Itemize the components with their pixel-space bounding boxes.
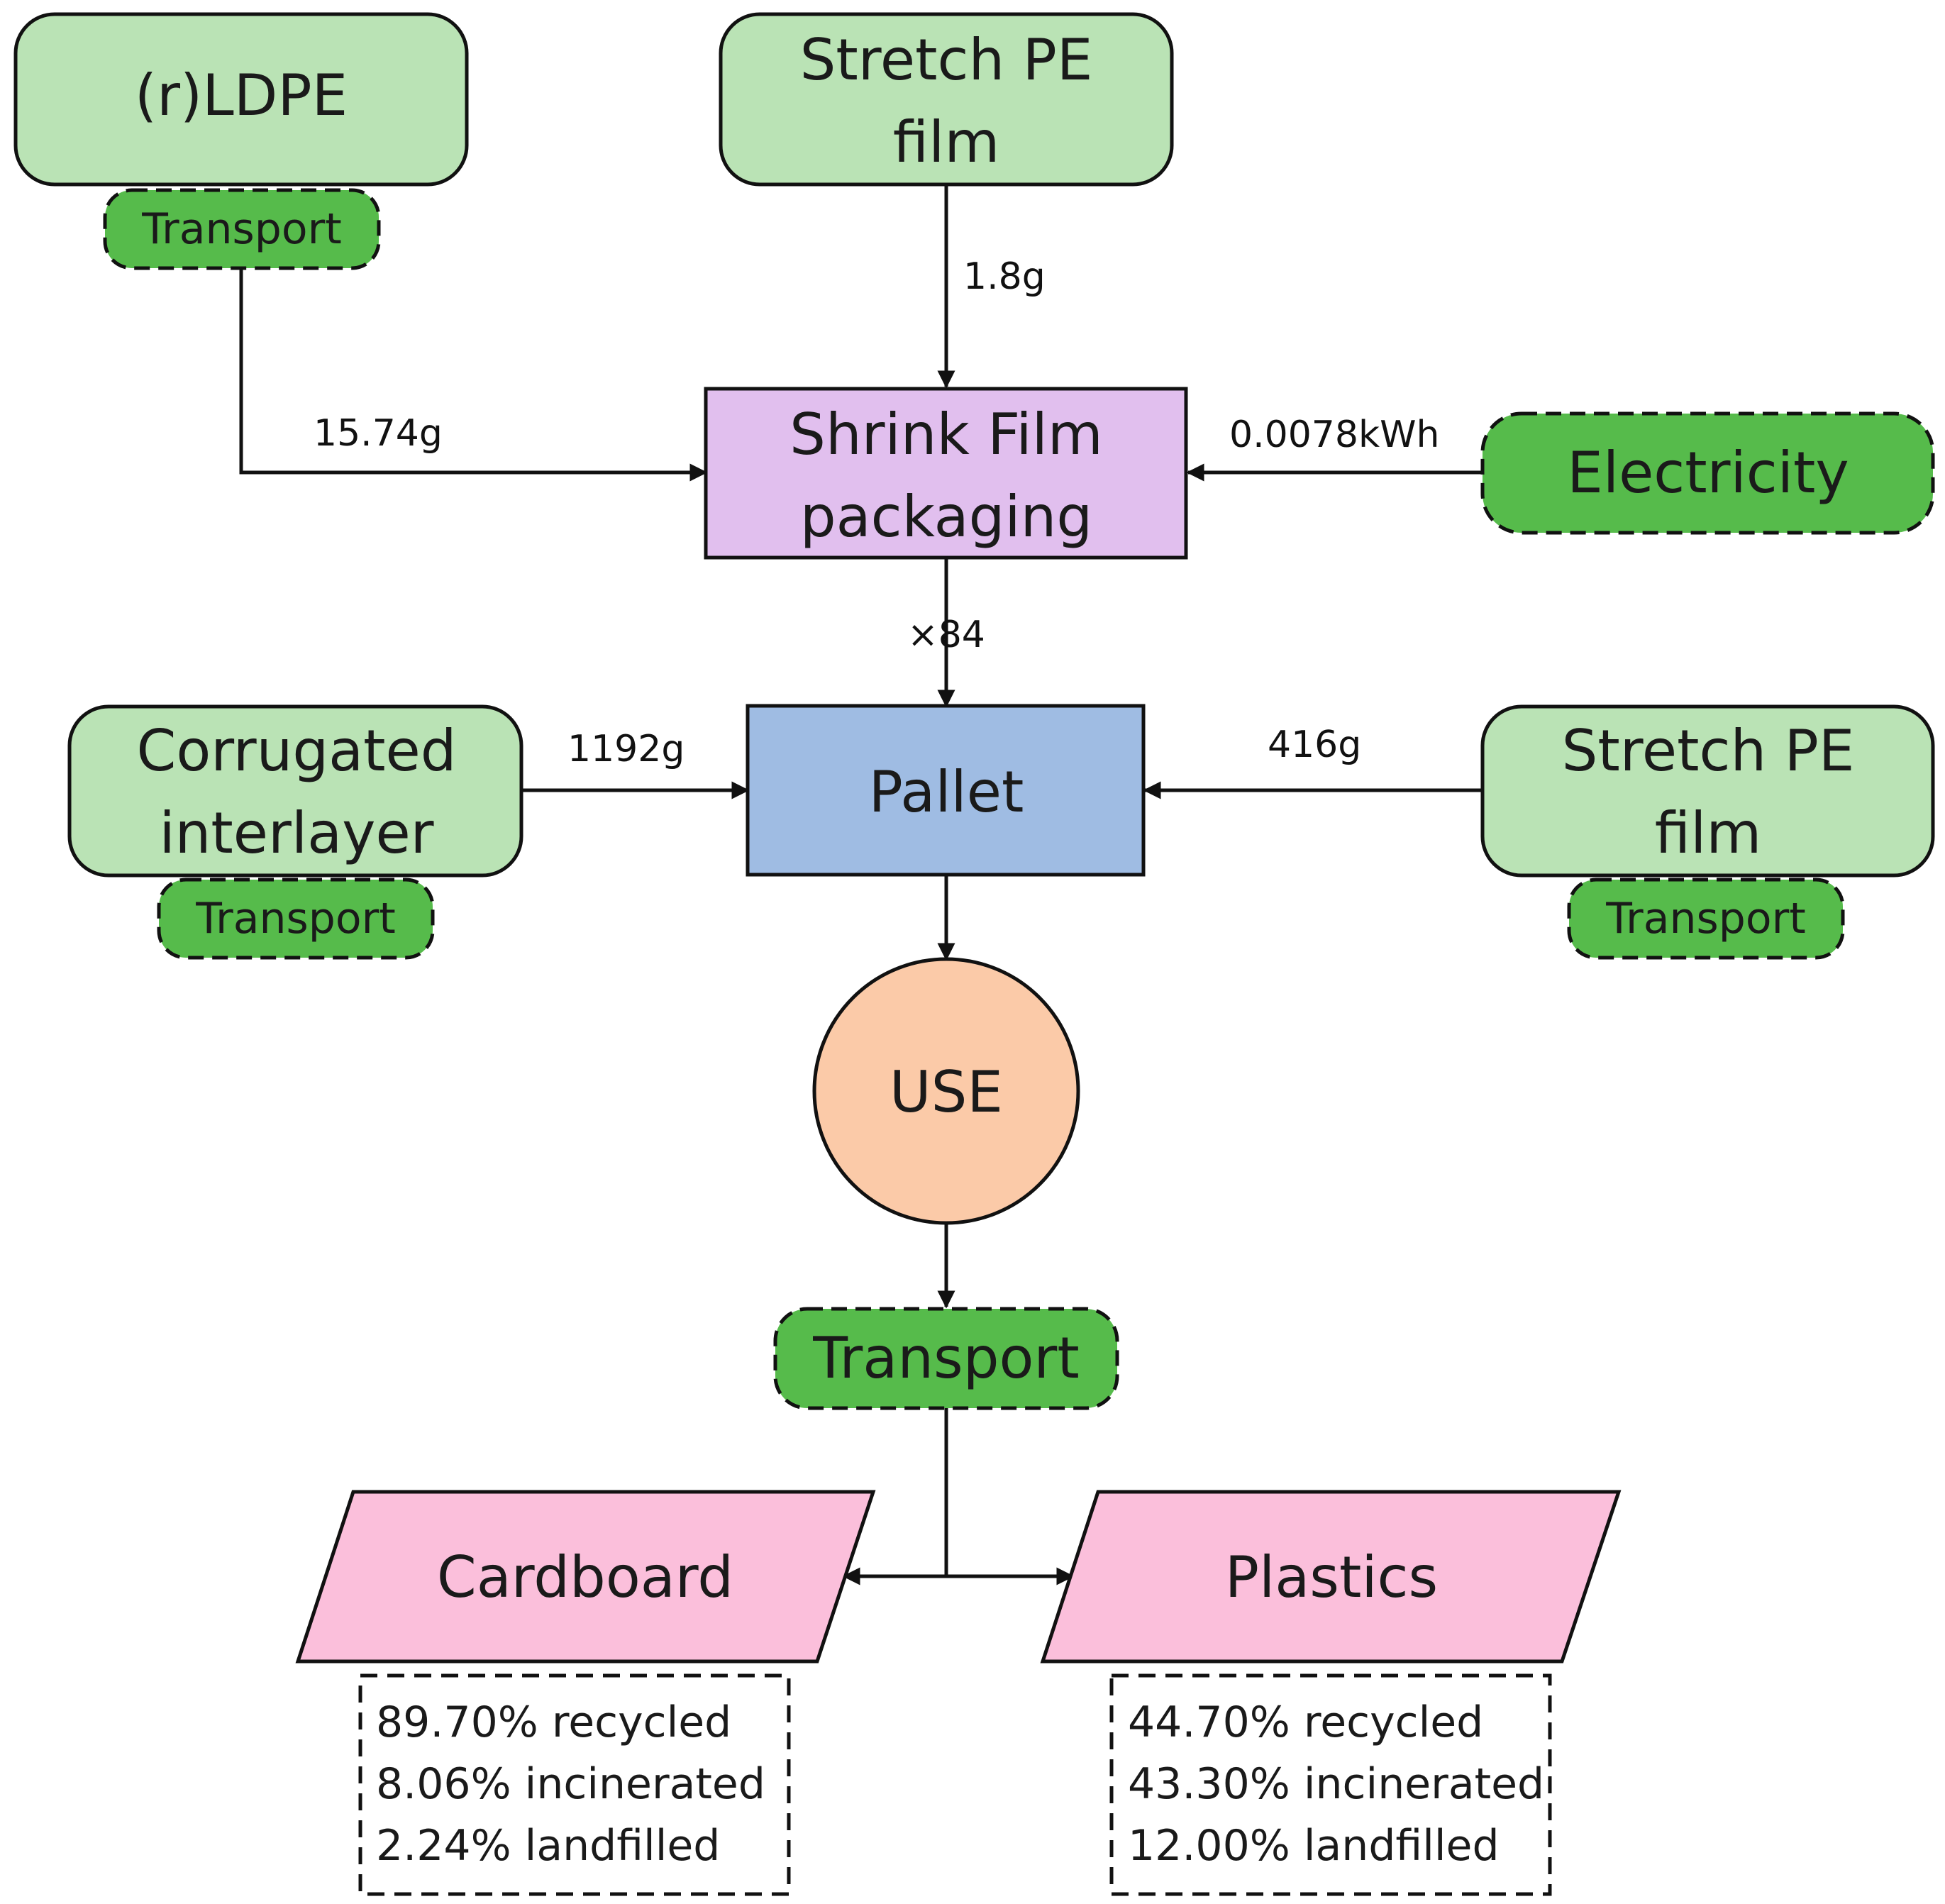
node-stretch-film-right-line2: film xyxy=(1655,800,1762,866)
node-rldpe: (r)LDPE xyxy=(13,12,469,187)
node-electricity: Electricity xyxy=(1480,411,1935,535)
plastics-fate-recycled: 44.70% recycled xyxy=(1128,1698,1483,1747)
node-stretch-film-right-transport: Transport xyxy=(1567,878,1845,960)
node-rldpe-label: (r)LDPE xyxy=(135,62,348,128)
node-corrugated: Corrugated interlayer xyxy=(67,704,523,878)
node-stretch-film-top: Stretch PE film xyxy=(719,12,1174,187)
node-eol-transport-label: Transport xyxy=(812,1325,1079,1391)
edge-label-stretch-top: 1.8g xyxy=(963,255,1046,298)
node-corrugated-line1: Corrugated xyxy=(136,718,456,784)
node-use: USE xyxy=(812,957,1080,1225)
edge-labels: 1.8g 15.74g 0.0078kWh ×84 1192g 416g xyxy=(314,255,1439,770)
node-plastics-label: Plastics xyxy=(1225,1544,1438,1610)
node-corrugated-transport-label: Transport xyxy=(195,894,396,943)
edge-rldpe-to-shrink xyxy=(239,270,708,482)
node-rldpe-transport-label: Transport xyxy=(141,204,342,254)
plastics-fate-box: 44.70% recycled 43.30% incinerated 12.00… xyxy=(1109,1673,1552,1896)
node-plastics: Plastics xyxy=(1040,1490,1622,1664)
node-rldpe-transport: Transport xyxy=(103,188,381,270)
edge-label-multiplier: ×84 xyxy=(907,614,985,656)
node-stretch-film-right-line1: Stretch PE xyxy=(1562,718,1855,784)
plastics-fate-incinerated: 43.30% incinerated xyxy=(1128,1759,1544,1809)
node-shrink-film: Shrink Film packaging xyxy=(704,387,1188,560)
node-shrink-film-line1: Shrink Film xyxy=(789,402,1103,467)
plastics-fate-landfilled: 12.00% landfilled xyxy=(1128,1821,1500,1871)
edge-label-corrugated: 1192g xyxy=(567,728,685,770)
edge-label-rldpe: 15.74g xyxy=(314,412,443,455)
node-corrugated-line2: interlayer xyxy=(159,800,433,866)
node-use-label: USE xyxy=(890,1059,1003,1125)
node-stretch-film-right: Stretch PE film xyxy=(1480,704,1935,878)
node-electricity-label: Electricity xyxy=(1567,440,1849,506)
node-eol-transport: Transport xyxy=(773,1307,1119,1410)
cardboard-fate-landfilled: 2.24% landfilled xyxy=(376,1821,720,1871)
edge-label-stretch-right: 416g xyxy=(1268,724,1361,766)
cardboard-fate-box: 89.70% recycled 8.06% incinerated 2.24% … xyxy=(358,1673,791,1896)
node-cardboard: Cardboard xyxy=(295,1490,876,1664)
node-cardboard-label: Cardboard xyxy=(437,1544,733,1610)
connectors xyxy=(239,184,1481,1585)
node-stretch-film-right-transport-label: Transport xyxy=(1605,894,1806,943)
cardboard-fate-incinerated: 8.06% incinerated xyxy=(376,1759,765,1809)
node-shrink-film-line2: packaging xyxy=(800,484,1092,550)
node-pallet-label: Pallet xyxy=(869,759,1024,825)
node-stretch-film-top-line1: Stretch PE xyxy=(800,27,1093,93)
node-pallet: Pallet xyxy=(746,704,1146,877)
node-stretch-film-top-line2: film xyxy=(893,109,1000,175)
edge-label-electricity: 0.0078kWh xyxy=(1229,414,1439,456)
cardboard-fate-recycled: 89.70% recycled xyxy=(376,1698,731,1747)
node-corrugated-transport: Transport xyxy=(157,878,435,960)
